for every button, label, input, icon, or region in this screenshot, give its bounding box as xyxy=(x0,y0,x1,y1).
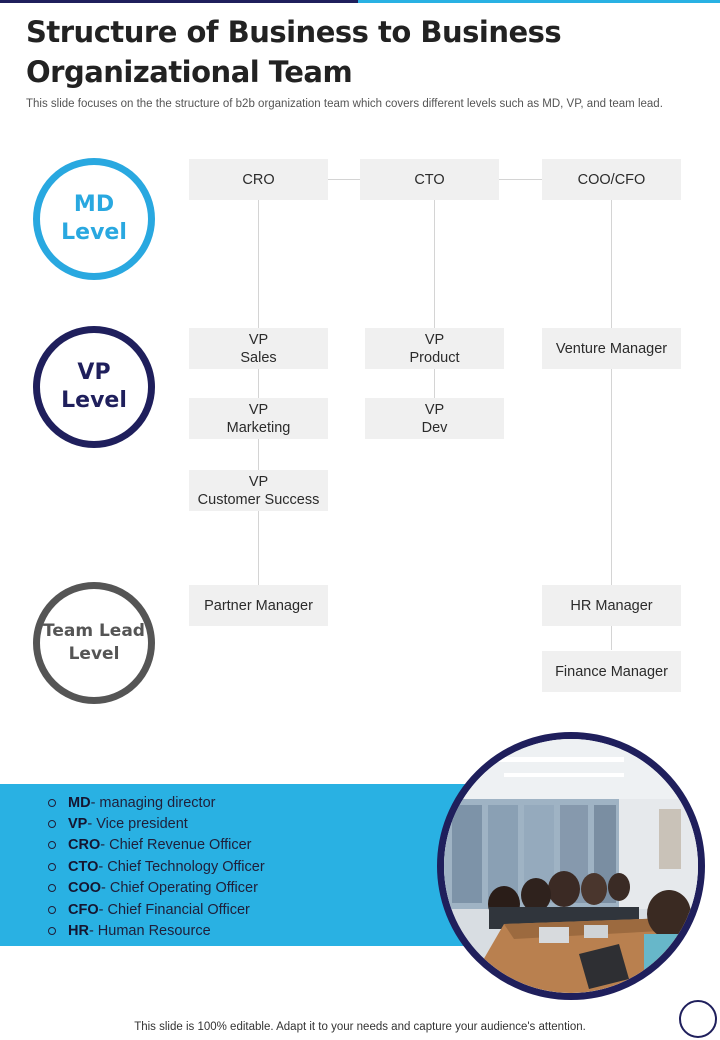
md-level-circle: MD Level xyxy=(33,158,155,280)
org-box-cto: CTO xyxy=(360,159,499,200)
vp-level-label: VP Level xyxy=(61,360,127,413)
connector-coo-column xyxy=(611,200,612,650)
org-box-vp-marketing: VP Marketing xyxy=(189,398,328,439)
bullet-icon xyxy=(48,862,56,871)
connector-cto-coo xyxy=(499,179,542,180)
org-box-coo-cfo: COO/CFO xyxy=(542,159,681,200)
footer-note: This slide is 100% editable. Adapt it to… xyxy=(134,1021,586,1033)
page-title: Structure of Business to Business Organi… xyxy=(26,15,562,89)
org-box-vp-dev: VP Dev xyxy=(365,398,504,439)
top-accent-bar-dark xyxy=(0,0,358,3)
legend-item: VP- Vice president xyxy=(48,813,265,834)
connector-cto-column xyxy=(434,200,435,398)
org-box-vp-sales: VP Sales xyxy=(189,328,328,369)
abbreviation-legend: MD- managing director VP- Vice president… xyxy=(48,792,265,942)
bullet-icon xyxy=(48,927,56,936)
org-box-vp-product: VP Product xyxy=(365,328,504,369)
page-subtitle: This slide focuses on the the structure … xyxy=(26,98,663,110)
legend-item: CTO- Chief Technology Officer xyxy=(48,856,265,877)
org-box-vp-customer-success: VP Customer Success xyxy=(189,470,328,511)
legend-item: HR- Human Resource xyxy=(48,920,265,941)
meeting-room-illustration xyxy=(444,739,698,993)
legend-item: CRO- Chief Revenue Officer xyxy=(48,835,265,856)
bullet-icon xyxy=(48,905,56,914)
bullet-icon xyxy=(48,820,56,829)
connector-cro-column xyxy=(258,200,259,585)
page-indicator-circle xyxy=(679,1000,717,1038)
team-lead-level-circle: Team Lead Level xyxy=(33,582,155,704)
connector-cro-cto xyxy=(328,179,360,180)
org-box-finance-manager: Finance Manager xyxy=(542,651,681,692)
legend-item: CFO- Chief Financial Officer xyxy=(48,899,265,920)
legend-item: COO- Chief Operating Officer xyxy=(48,878,265,899)
org-box-hr-manager: HR Manager xyxy=(542,585,681,626)
org-box-partner-manager: Partner Manager xyxy=(189,585,328,626)
vp-level-circle: VP Level xyxy=(33,326,155,448)
meeting-photo xyxy=(437,732,705,1000)
org-box-venture-manager: Venture Manager xyxy=(542,328,681,369)
bullet-icon xyxy=(48,841,56,850)
bullet-icon xyxy=(48,798,56,807)
md-level-label: MD Level xyxy=(61,192,127,245)
legend-band xyxy=(0,784,480,946)
top-accent-bar-blue xyxy=(358,0,720,3)
team-lead-level-label: Team Lead Level xyxy=(43,621,145,664)
legend-item: MD- managing director xyxy=(48,792,265,813)
org-box-cro: CRO xyxy=(189,159,328,200)
bullet-icon xyxy=(48,884,56,893)
